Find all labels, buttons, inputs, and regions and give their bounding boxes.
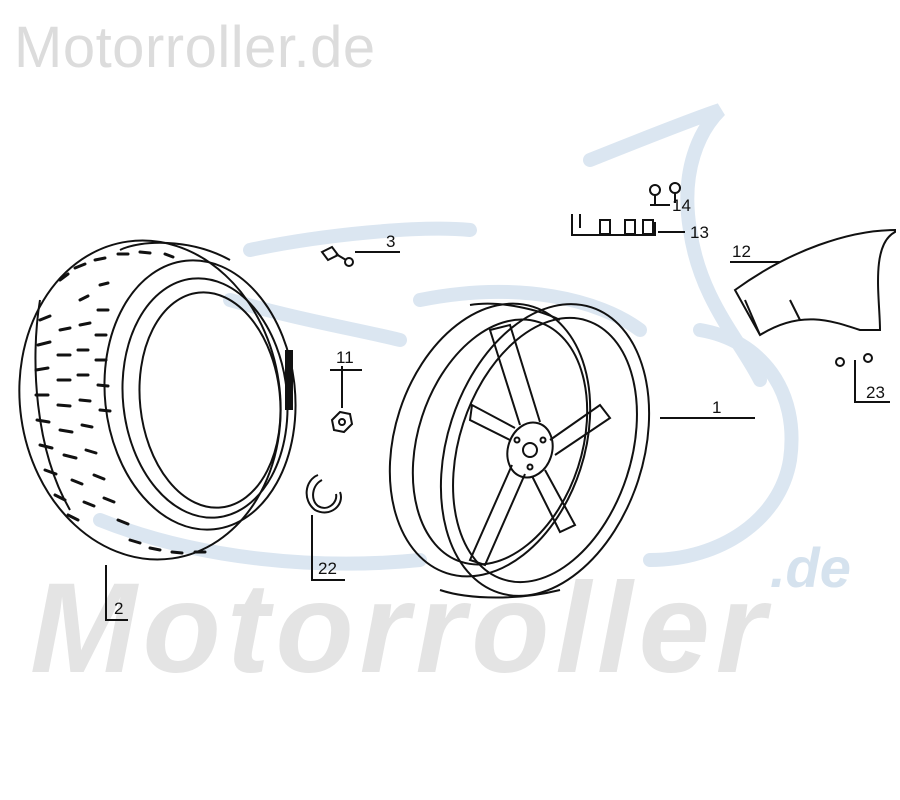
tire-tread-pattern — [34, 250, 207, 555]
nut-pair-drawing — [835, 353, 873, 367]
circlip-drawing — [305, 474, 342, 514]
screws-drawing — [649, 182, 681, 205]
valve-drawing — [320, 245, 354, 267]
callout-11: 11 — [336, 348, 354, 367]
callout-3: 3 — [386, 232, 395, 251]
callout-23: 23 — [866, 383, 885, 402]
mudguard-drawing — [733, 228, 896, 337]
callout-13: 13 — [690, 223, 709, 242]
callout-2: 2 — [114, 599, 123, 618]
bottom-watermark-suffix: .de — [770, 536, 851, 599]
callout-14: 14 — [672, 196, 691, 215]
rim-drawing — [388, 302, 651, 599]
callout-22: 22 — [318, 559, 337, 578]
header-watermark-text: Motorroller.de — [14, 15, 376, 80]
tire-sidewall-marks — [285, 350, 293, 410]
leader-lines — [105, 204, 890, 621]
tire-drawing — [18, 239, 297, 561]
bracket-drawing — [571, 214, 656, 236]
nut-drawing — [330, 410, 354, 434]
bottom-watermark-text: Motorroller — [30, 557, 772, 700]
callout-1: 1 — [712, 398, 721, 417]
callout-12: 12 — [732, 242, 751, 261]
